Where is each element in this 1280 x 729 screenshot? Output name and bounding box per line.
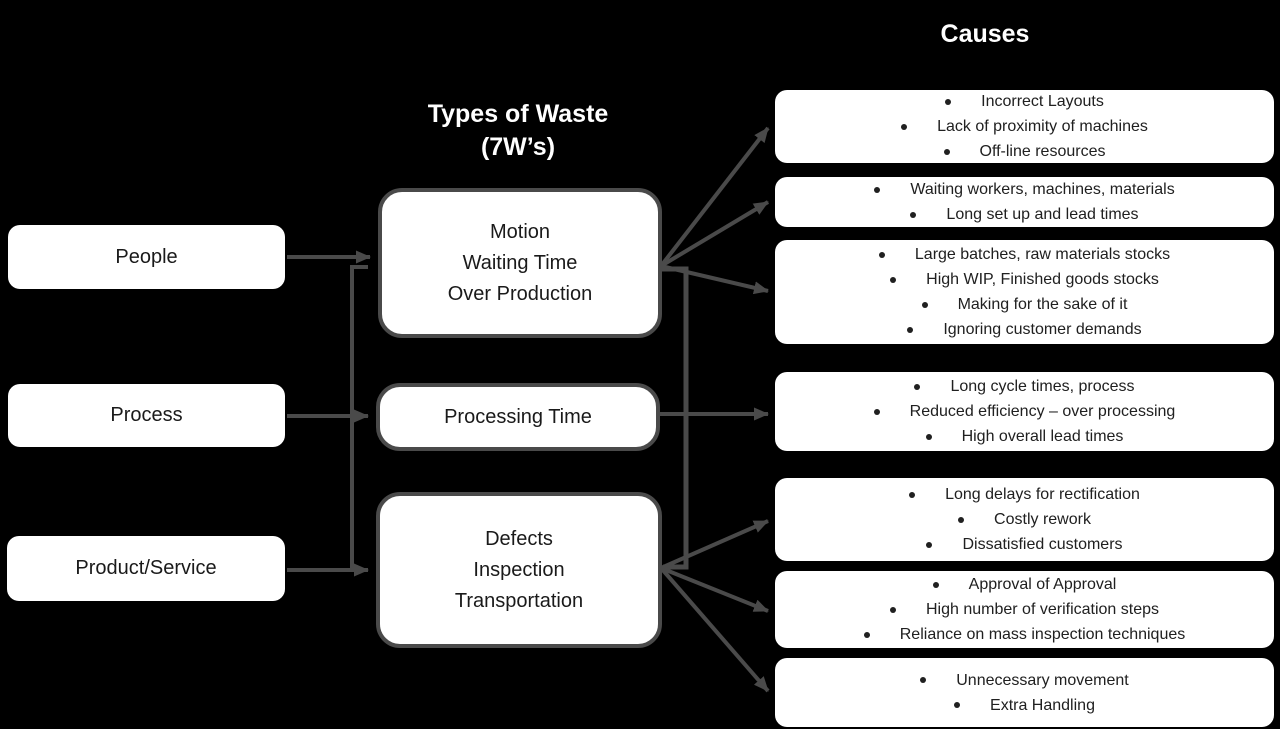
- cause-item: Waiting workers, machines, materials: [874, 177, 1175, 202]
- cause-text: Long set up and lead times: [946, 206, 1139, 223]
- cause-text: Ignoring customer demands: [943, 321, 1142, 338]
- waste-line: Waiting Time: [462, 251, 578, 274]
- bullet-icon: [907, 326, 914, 333]
- arrow-waste1-to-cause1: [659, 126, 770, 268]
- cause-item: Long delays for rectification: [909, 482, 1140, 507]
- bullet-icon: [932, 581, 939, 588]
- cause-item: High WIP, Finished goods stocks: [890, 267, 1159, 292]
- source-box-people: People: [8, 225, 285, 289]
- cause-box-transportation: Unnecessary movement Extra Handling: [775, 658, 1274, 727]
- bullet-icon: [890, 606, 896, 613]
- source-label: People: [115, 245, 178, 268]
- waste-line: Transportation: [454, 589, 584, 612]
- cause-item: Incorrect Layouts: [945, 89, 1104, 114]
- cause-item: Costly rework: [958, 507, 1091, 532]
- cause-text: Reduced efficiency – over processing: [909, 403, 1176, 420]
- waste-line: Inspection: [473, 558, 565, 581]
- source-label: Process: [110, 404, 183, 426]
- cause-item: Off-line resources: [943, 139, 1106, 164]
- cause-box-overproduction: Large batches, raw materials stocks High…: [775, 240, 1274, 344]
- cause-text: High overall lead times: [961, 428, 1124, 445]
- cause-item: Unnecessary movement: [920, 668, 1129, 693]
- bullet-icon: [890, 276, 897, 283]
- waste-box-processing-time: Processing Time: [376, 383, 660, 451]
- cause-item: Large batches, raw materials stocks: [878, 242, 1171, 267]
- arrow-waste1-to-cause2: [659, 200, 770, 268]
- cause-box-waiting: Waiting workers, machines, materials Lon…: [775, 177, 1274, 227]
- bullet-icon: [901, 123, 908, 130]
- cause-item: High number of verification steps: [890, 597, 1159, 622]
- waste-types-title-line1: Types of Waste: [427, 100, 609, 128]
- bullet-icon: [909, 491, 916, 498]
- bullet-icon: [926, 541, 933, 548]
- cause-text: Reliance on mass inspection techniques: [899, 626, 1186, 643]
- bullet-icon: [914, 383, 921, 390]
- bullet-icon: [920, 677, 927, 683]
- bullet-icon: [954, 702, 961, 708]
- bullet-icon: [925, 433, 932, 440]
- bullet-icon: [921, 301, 928, 308]
- arrow-waste3-to-cause6: [660, 566, 769, 613]
- causes-title: Causes: [940, 20, 1030, 48]
- cause-text: High WIP, Finished goods stocks: [926, 271, 1159, 288]
- source-box-product-service: Product/Service: [7, 536, 285, 601]
- waste-types-title: Types of Waste (7W’s): [368, 98, 668, 164]
- cause-text: Extra Handling: [990, 696, 1095, 714]
- cause-box-defects: Long delays for rectification Costly rew…: [775, 478, 1274, 561]
- source-box-process: Process: [8, 384, 285, 447]
- cause-text: Long delays for rectification: [945, 486, 1140, 503]
- bullet-icon: [910, 211, 917, 218]
- cause-text: Incorrect Layouts: [981, 93, 1104, 110]
- bullet-icon: [945, 98, 952, 105]
- cause-text: Unnecessary movement: [956, 671, 1129, 689]
- cause-item: Approval of Approval: [932, 572, 1117, 597]
- bullet-icon: [873, 408, 880, 415]
- bullet-icon: [863, 631, 870, 638]
- cause-item: Long cycle times, process: [914, 374, 1135, 399]
- cause-box-processing-time: Long cycle times, process Reduced effici…: [775, 372, 1274, 451]
- waste-line: Motion: [489, 220, 551, 243]
- cause-box-inspection: Approval of Approval High number of veri…: [775, 571, 1274, 648]
- cause-text: Large batches, raw materials stocks: [914, 246, 1171, 263]
- arrow-waste3-to-cause5: [660, 519, 769, 570]
- cause-item: Dissatisfied customers: [926, 532, 1123, 557]
- source-label: Product/Service: [75, 557, 217, 579]
- cause-text: Making for the sake of it: [957, 296, 1128, 313]
- waste-line: Processing Time: [444, 405, 592, 428]
- cause-text: Costly rework: [994, 511, 1091, 528]
- bullet-icon: [878, 251, 885, 258]
- bullet-icon: [943, 148, 950, 155]
- right-bus-line: [662, 266, 689, 570]
- cause-text: Lack of proximity of machines: [937, 118, 1148, 135]
- cause-item: Lack of proximity of machines: [901, 114, 1148, 139]
- arrow-waste1-to-cause3: [660, 264, 769, 295]
- waste-line: Over Production: [447, 282, 593, 305]
- waste-types-title-line2: (7W’s): [480, 133, 556, 161]
- waste-box-motion-waiting-overproduction: Motion Waiting Time Over Production: [378, 188, 662, 338]
- cause-item: High overall lead times: [925, 424, 1124, 449]
- cause-text: Approval of Approval: [968, 576, 1117, 593]
- cause-item: Reduced efficiency – over processing: [873, 399, 1176, 424]
- bullet-icon: [874, 186, 881, 193]
- cause-item: Ignoring customer demands: [907, 317, 1142, 342]
- bullet-icon: [958, 516, 965, 523]
- cause-item: Long set up and lead times: [910, 202, 1139, 227]
- cause-box-motion: Incorrect Layouts Lack of proximity of m…: [775, 90, 1274, 163]
- cause-item: Extra Handling: [954, 693, 1095, 718]
- waste-line: Defects: [485, 527, 553, 550]
- cause-text: High number of verification steps: [926, 601, 1159, 618]
- left-bus-line: [350, 265, 368, 570]
- cause-text: Long cycle times, process: [950, 378, 1135, 395]
- waste-box-defects-inspection-transportation: Defects Inspection Transportation: [376, 492, 662, 648]
- arrow-waste3-to-cause7: [659, 566, 770, 693]
- cause-text: Off-line resources: [979, 143, 1106, 160]
- cause-text: Waiting workers, machines, materials: [910, 181, 1175, 198]
- cause-item: Making for the sake of it: [921, 292, 1128, 317]
- cause-text: Dissatisfied customers: [962, 536, 1123, 553]
- cause-item: Reliance on mass inspection techniques: [863, 622, 1186, 647]
